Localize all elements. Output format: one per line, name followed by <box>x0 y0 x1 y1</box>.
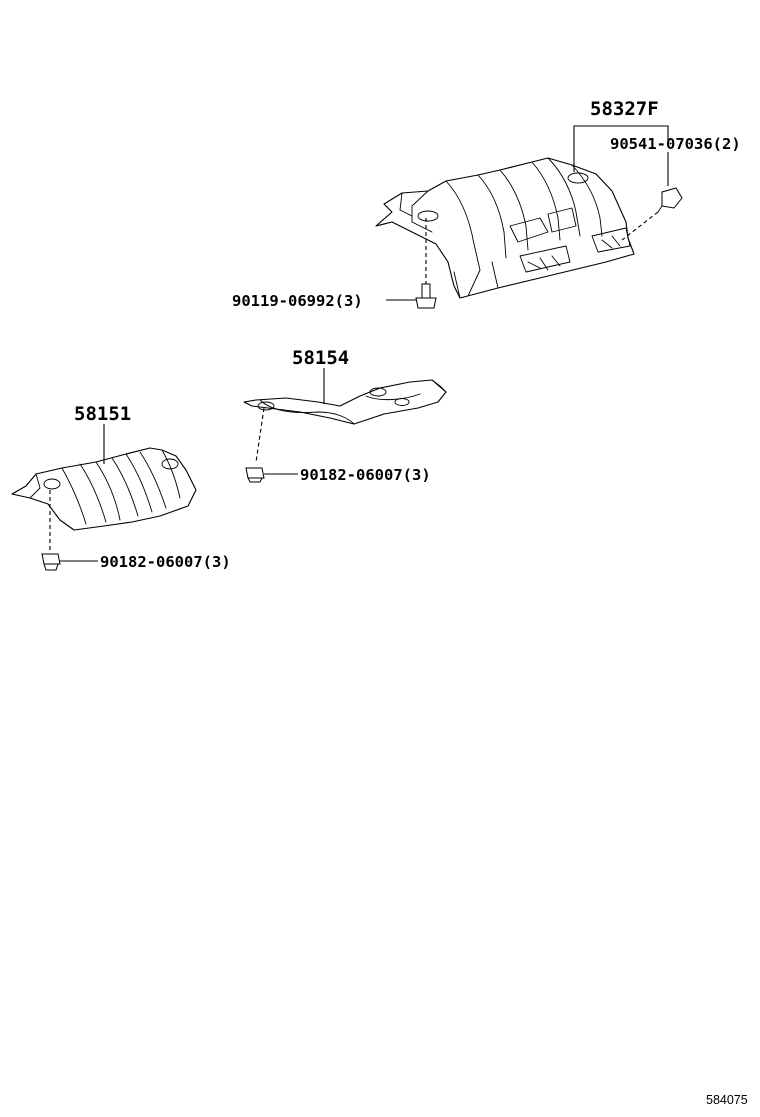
clip-upper-label: 90541-07036(2) <box>610 135 741 153</box>
clip-upper-guide <box>621 211 659 241</box>
bolt-upper-label: 90119-06992(3) <box>232 292 363 310</box>
nut-lower-label: 90182-06007(3) <box>100 553 231 571</box>
front-insulator-part-number: 58151 <box>74 403 131 425</box>
bolt-upper-icon <box>415 283 437 309</box>
front-heat-insulator-drawing <box>11 447 197 531</box>
diagram-reference-code: 584075 <box>706 1093 748 1107</box>
nut-middle-guide <box>255 407 265 463</box>
upper-insulator-part-number: 58327F <box>590 98 659 120</box>
rear-heat-insulator-drawing <box>243 379 447 425</box>
nut-middle-icon <box>245 467 265 483</box>
nut-middle-label: 90182-06007(3) <box>300 466 431 484</box>
rear-insulator-part-number: 58154 <box>292 347 349 369</box>
upper-heat-insulator-drawing <box>375 157 635 299</box>
nut-lower-icon <box>41 553 61 571</box>
upper-insulator-leader <box>573 125 669 150</box>
clip-upper-icon <box>657 187 683 213</box>
